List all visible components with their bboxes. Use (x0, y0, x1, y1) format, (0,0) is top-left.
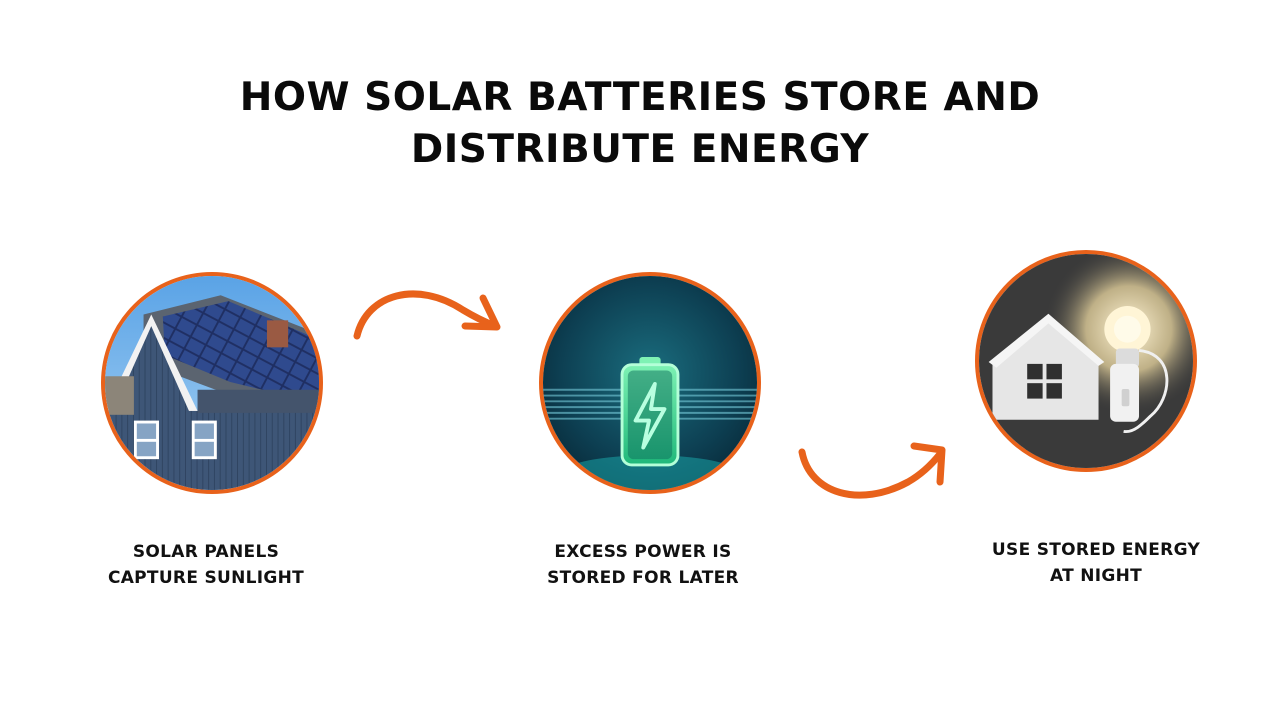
caption-line: SOLAR PANELS (132, 542, 280, 562)
curved-arrow-icon (798, 442, 946, 499)
title-line-2: DISTRIBUTE ENERGY (410, 127, 870, 172)
caption-line: USE STORED ENERGY (991, 540, 1201, 560)
caption-line: EXCESS POWER IS (554, 542, 732, 562)
step-caption-use-energy: USE STORED ENERGY AT NIGHT (966, 537, 1226, 589)
house-bulb-image (975, 250, 1197, 472)
page-title: HOW SOLAR BATTERIES STORE AND DISTRIBUTE… (0, 72, 1280, 176)
curved-arrow-icon (353, 290, 501, 340)
caption-line: AT NIGHT (1049, 566, 1143, 586)
caption-line: STORED FOR LATER (547, 568, 739, 588)
solar-house-image (101, 272, 323, 494)
battery-image (539, 272, 761, 494)
title-line-1: HOW SOLAR BATTERIES STORE AND (239, 75, 1041, 120)
step-caption-stored-power: EXCESS POWER IS STORED FOR LATER (513, 539, 773, 591)
step-caption-solar-panels: SOLAR PANELS CAPTURE SUNLIGHT (76, 539, 336, 591)
caption-line: CAPTURE SUNLIGHT (107, 568, 305, 588)
